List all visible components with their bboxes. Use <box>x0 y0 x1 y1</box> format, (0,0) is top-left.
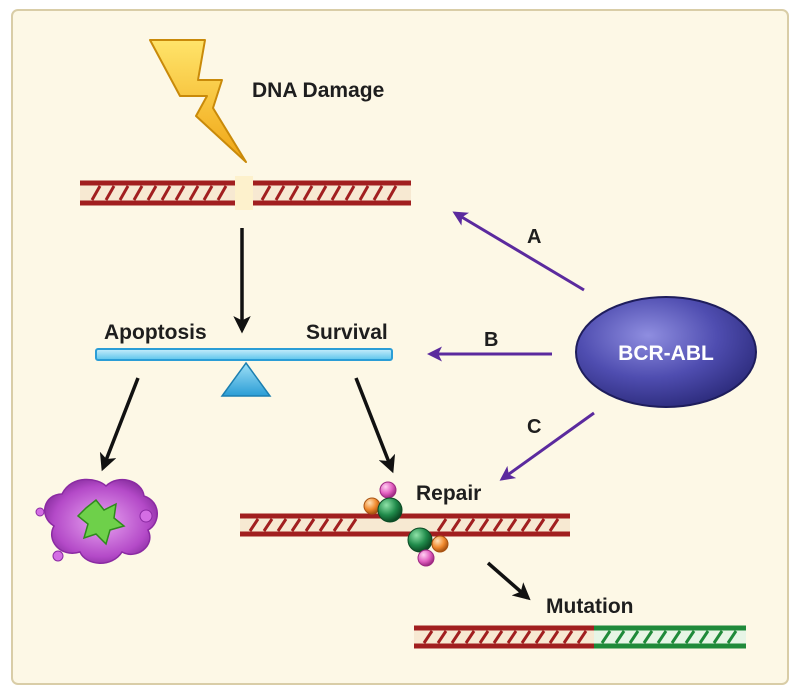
apoptotic-cell-icon <box>35 478 158 564</box>
dna-damage-label: DNA Damage <box>252 79 384 102</box>
pathway-a-label: A <box>527 226 541 248</box>
damaged-dna-strand <box>80 176 411 210</box>
mutated-dna-segment <box>594 625 746 649</box>
arrow-repair-to-mutation <box>486 561 531 601</box>
arrow-pathway-c <box>499 411 595 481</box>
survival-label: Survival <box>306 321 388 344</box>
mutated-dna-strand <box>414 625 746 649</box>
repair-protein-complex-lower <box>407 527 449 567</box>
seesaw-beam <box>95 348 393 361</box>
arrow-survival-to-repair <box>354 377 396 474</box>
dna-break-gap <box>235 176 253 210</box>
pathway-b-label: B <box>484 329 498 351</box>
arrow-pathway-a <box>452 211 585 292</box>
seesaw-fulcrum <box>220 361 272 397</box>
dna-left-segment <box>80 180 235 206</box>
repair-protein-complex-upper <box>363 481 403 523</box>
mutation-label: Mutation <box>546 595 633 618</box>
arrow-apoptosis-to-cell <box>99 377 140 472</box>
panel-background <box>11 9 789 685</box>
dna-right-segment <box>253 180 411 206</box>
bcr-abl-node: BCR-ABL <box>575 296 757 408</box>
pathway-c-label: C <box>527 416 541 438</box>
bcr-abl-label: BCR-ABL <box>618 342 714 365</box>
apoptosis-label: Apoptosis <box>104 321 207 344</box>
repair-dna-strand <box>240 513 570 537</box>
repair-label: Repair <box>416 482 481 505</box>
lightning-bolt-icon <box>149 39 247 163</box>
